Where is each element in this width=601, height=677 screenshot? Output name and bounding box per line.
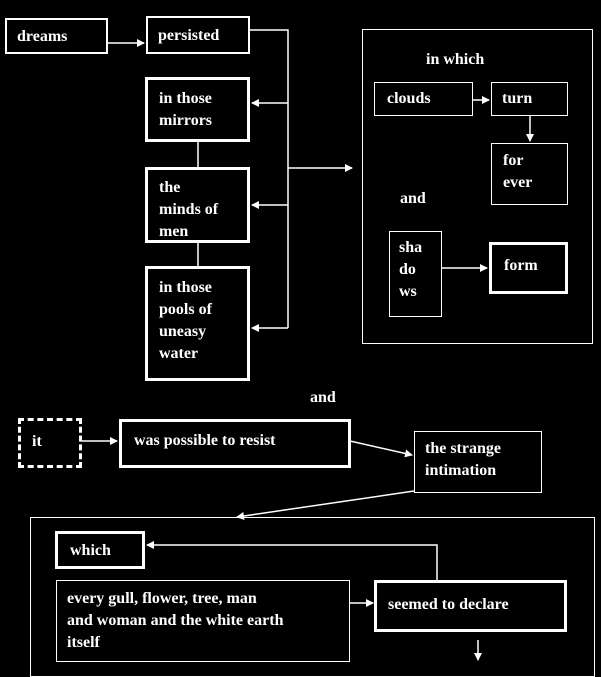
which-label: which [70,542,111,559]
resist-box: was possible to resist [119,419,351,468]
and-mid-label: and [310,389,336,406]
pools-line-3: uneasy [159,323,207,340]
arrow-resist-intimation [349,440,413,458]
which-box: which [55,531,145,569]
every-line-2: and woman and the white earth [67,612,284,629]
minds-line-1: the [159,179,181,196]
forever-box: for ever [491,143,568,205]
persisted-box: persisted [146,16,250,54]
connector-persisted-trunk [250,29,289,328]
dreams-box: dreams [5,18,108,54]
intimation-line-1: the strange [425,440,501,457]
form-label: form [504,257,538,274]
forever-line-1: for [503,152,524,169]
clouds-label: clouds [387,90,431,107]
arrow-declare-which [146,541,438,580]
intimation-box: the strange intimation [414,431,542,493]
connector-layer [82,29,534,661]
right-group-frame [362,29,593,344]
turn-box: turn [491,82,568,116]
mirrors-line-2: mirrors [159,112,213,129]
every-box: every gull, flower, tree, man and woman … [56,580,350,662]
pools-line-2: pools of [159,301,212,318]
declare-label: seemed to declare [388,596,509,613]
minds-line-2: minds of [159,201,219,218]
pools-line-1: in those [159,279,212,296]
pools-line-4: water [159,345,199,362]
every-line-3: itself [67,634,100,651]
and-inner-label: and [400,190,426,207]
arrow-intimation-lower [236,490,415,520]
mirrors-line-1: in those [159,90,212,107]
shadows-line-3: ws [399,283,417,300]
minds-box: the minds of men [145,167,250,243]
shadows-line-2: do [399,261,416,278]
intimation-line-2: intimation [425,462,497,479]
it-label: it [32,433,42,450]
shadows-line-1: sha [399,239,423,256]
form-box: form [489,242,568,294]
every-line-1: every gull, flower, tree, man [67,590,257,607]
pools-box: in those pools of uneasy water [145,266,250,381]
in-which-label: in which [426,51,485,68]
dreams-label: dreams [17,28,68,45]
minds-line-3: men [159,223,189,240]
forever-line-2: ever [503,174,533,191]
it-box: it [18,418,82,468]
resist-label: was possible to resist [134,432,276,449]
declare-box: seemed to declare [374,580,567,632]
shadows-box: sha do ws [389,231,442,317]
turn-label: turn [502,90,533,107]
persisted-label: persisted [158,27,220,44]
mirrors-box: in those mirrors [145,77,250,142]
clouds-box: clouds [374,82,473,116]
